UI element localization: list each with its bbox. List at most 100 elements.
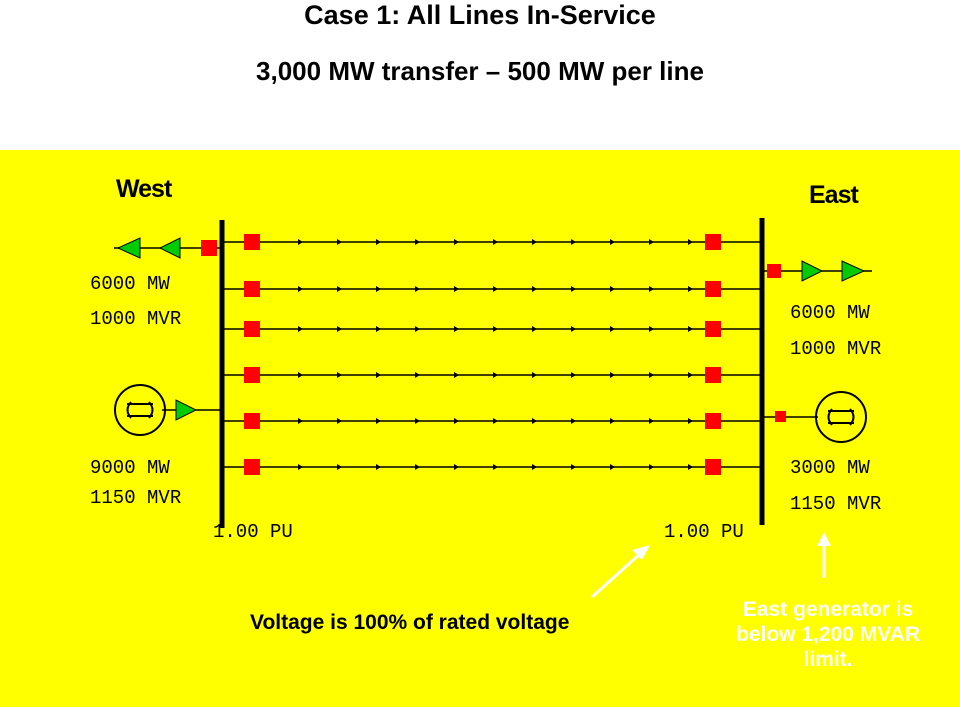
flow-arrow-icon [376,418,381,424]
breaker-icon[interactable] [244,281,260,297]
flow-arrow-icon [298,286,303,292]
west-gen-mw: 9000 MW [90,457,170,479]
flow-arrow-icon [532,418,537,424]
east-area-label: East [809,181,859,209]
load-arrow-icon [841,260,866,282]
generator-icon[interactable] [815,391,867,443]
flow-arrow-icon [454,372,459,378]
flow-arrow-icon [298,239,303,245]
east-generator-note: East generator is below 1,200 MVAR limit… [736,598,920,671]
flow-arrow-icon [688,418,693,424]
page-title: Case 1: All Lines In-Service [304,0,656,30]
flow-arrow-icon [175,399,198,421]
west-gen-mvr: 1150 MVR [90,487,182,509]
flow-arrow-icon [298,418,303,424]
load-arrow-icon [801,260,824,282]
flow-arrow-icon [688,326,693,332]
flow-arrow-icon [493,326,498,332]
breaker-icon[interactable] [244,234,260,250]
flow-arrow-icon [649,464,654,470]
flow-arrow-icon [454,286,459,292]
breaker-icon[interactable] [705,459,721,475]
flow-arrow-icon [337,326,342,332]
flow-arrow-icon [571,464,576,470]
arrow-head-icon [817,532,831,546]
flow-arrow-icon [649,326,654,332]
flow-arrow-icon [415,286,420,292]
flow-arrow-icon [610,464,615,470]
flow-arrow-icon [493,372,498,378]
flow-arrow-icon [610,239,615,245]
flow-arrow-icon [571,326,576,332]
flow-arrow-icon [610,326,615,332]
flow-arrow-icon [688,372,693,378]
flow-arrow-icon [571,239,576,245]
transmission-lines [222,239,762,470]
flow-arrow-icon [610,372,615,378]
flow-arrow-icon [415,464,420,470]
flow-arrow-icon [532,464,537,470]
flow-arrow-icon [454,418,459,424]
flow-arrow-icon [415,239,420,245]
page-subtitle: 3,000 MW transfer – 500 MW per line [256,56,704,86]
flow-arrow-icon [415,326,420,332]
east-generator [762,391,867,443]
flow-arrow-icon [337,286,342,292]
flow-arrow-icon [298,464,303,470]
line-breakers [244,234,721,475]
load-arrow-icon [116,237,141,259]
breaker-icon[interactable] [705,367,721,383]
breaker-icon[interactable] [244,321,260,337]
flow-arrow-icon [493,464,498,470]
east-load-mvr: 1000 MVR [790,338,882,360]
flow-arrow-icon [688,286,693,292]
breaker-icon[interactable] [775,411,786,422]
east-load-mw: 6000 MW [790,302,870,324]
flow-arrow-icon [532,372,537,378]
flow-arrow-icon [337,464,342,470]
voltage-annotation-arrow [590,550,644,599]
flow-arrow-icon [298,372,303,378]
flow-arrow-icon [688,239,693,245]
breaker-icon[interactable] [244,459,260,475]
east-gen-mvr: 1150 MVR [790,493,882,515]
west-load-mw: 6000 MW [90,273,170,295]
flow-arrow-icon [376,239,381,245]
flow-arrow-icon [493,418,498,424]
flow-arrow-icon [337,239,342,245]
flow-arrow-icon [415,418,420,424]
west-generator [114,384,222,436]
west-load [114,237,222,259]
generator-icon[interactable] [114,384,166,436]
breaker-icon[interactable] [705,234,721,250]
flow-arrow-icon [337,418,342,424]
flow-arrow-icon [532,239,537,245]
breaker-icon[interactable] [244,413,260,429]
flow-arrow-icon [376,286,381,292]
breaker-icon[interactable] [767,264,781,278]
flow-arrow-icon [610,418,615,424]
breaker-icon[interactable] [244,367,260,383]
flow-arrow-icon [337,372,342,378]
east-load [762,260,872,282]
flow-arrow-icon [571,418,576,424]
flow-arrow-icon [571,372,576,378]
breaker-icon[interactable] [705,321,721,337]
flow-arrow-icon [610,286,615,292]
breaker-icon[interactable] [705,281,721,297]
flow-arrow-icon [376,372,381,378]
flow-arrow-icon [532,286,537,292]
voltage-note: Voltage is 100% of rated voltage [250,611,570,634]
flow-arrow-icon [649,286,654,292]
flow-arrow-icon [454,464,459,470]
flow-arrow-icon [649,418,654,424]
breaker-icon[interactable] [201,240,217,256]
flow-arrow-icon [688,464,693,470]
flow-arrow-icon [454,239,459,245]
breaker-icon[interactable] [705,413,721,429]
flow-arrow-icon [415,372,420,378]
flow-arrow-icon [649,372,654,378]
diagram-panel [0,150,960,707]
load-arrow-icon [158,237,181,259]
